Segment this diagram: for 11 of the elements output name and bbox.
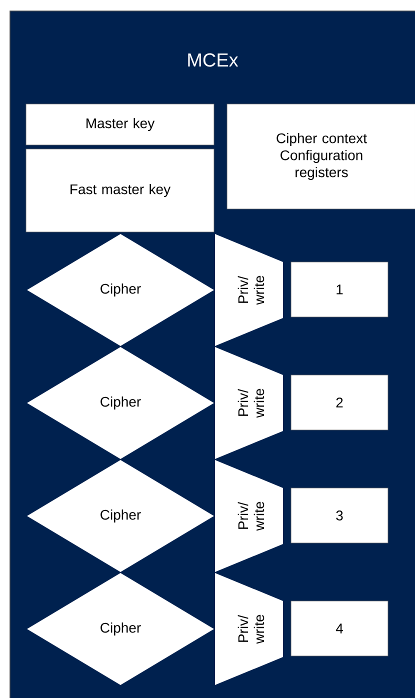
register-box: Master key xyxy=(26,104,214,146)
access-trapezoid: Priv/ write xyxy=(215,573,283,685)
register-box: Cipher context Configuration registers xyxy=(226,104,415,210)
register-box: 2 xyxy=(290,374,388,430)
access-trapezoid: Priv/ write xyxy=(215,234,283,346)
register-box: 3 xyxy=(290,488,388,544)
register-box: 4 xyxy=(290,600,388,656)
access-trapezoid: Priv/ write xyxy=(215,347,283,459)
access-trapezoid: Priv/ write xyxy=(215,460,283,572)
register-box: 1 xyxy=(290,262,388,318)
register-box: Fast master key xyxy=(26,148,214,232)
